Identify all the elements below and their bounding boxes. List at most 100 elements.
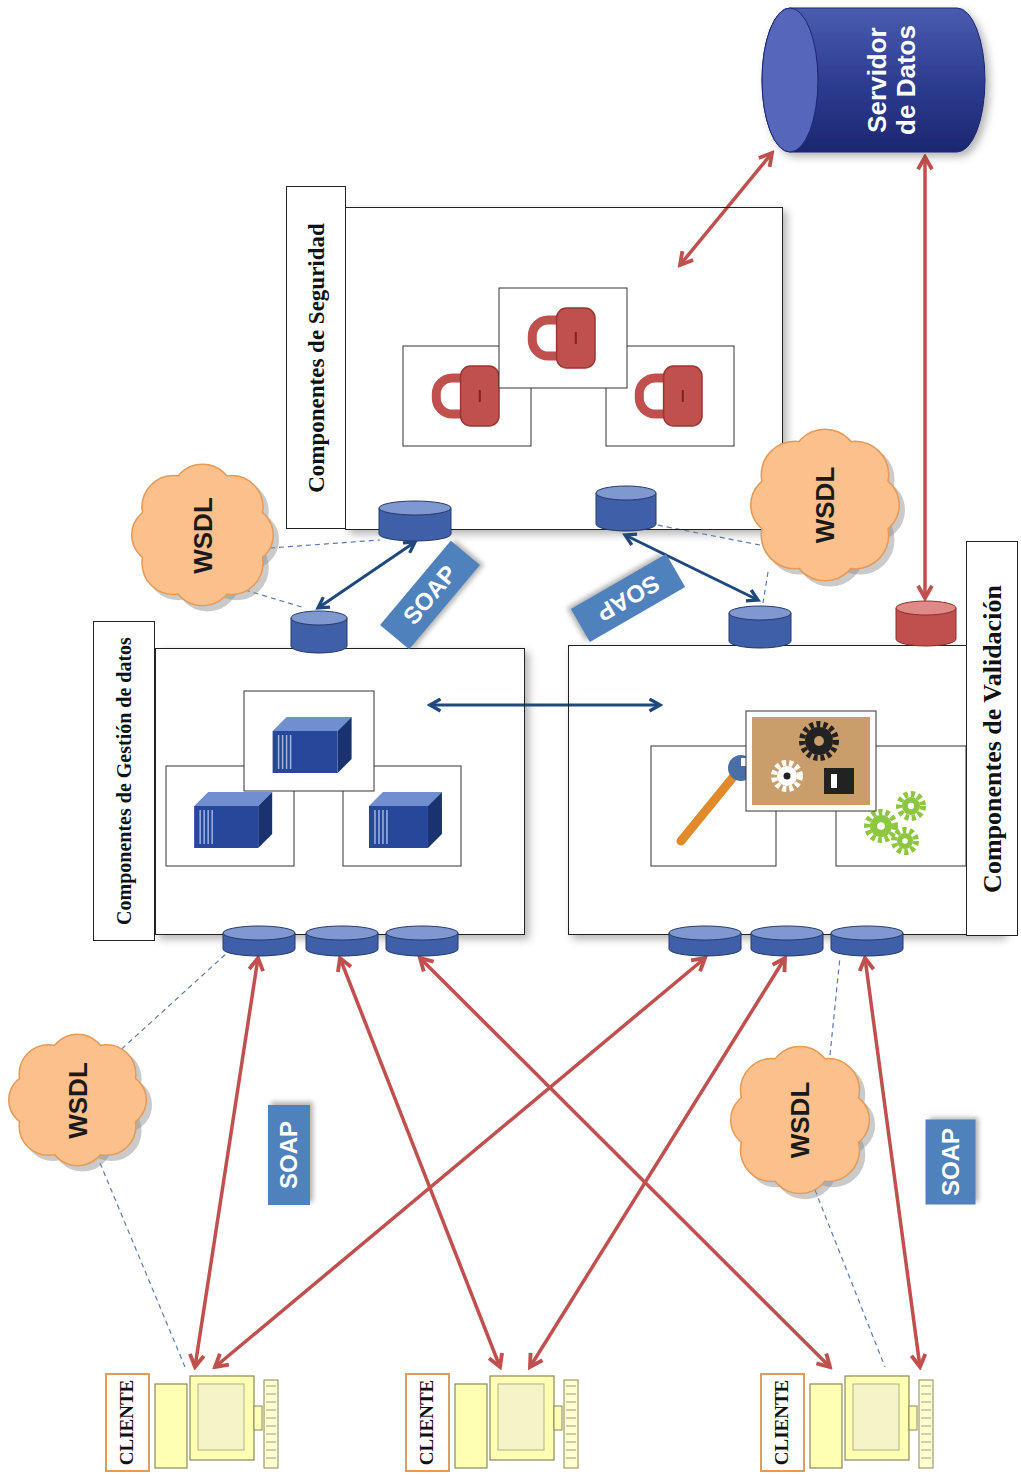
server-side — [338, 717, 352, 773]
port-top — [386, 926, 458, 940]
section-heading: Componentes de Validación — [966, 541, 1018, 936]
port-top — [223, 926, 295, 940]
keyboard-key — [921, 1450, 931, 1451]
server-front — [273, 731, 338, 773]
keyboard-key — [566, 1402, 576, 1403]
keyboard-key — [921, 1458, 931, 1459]
client-label: CLIENTE — [762, 1375, 803, 1470]
server-side — [428, 792, 442, 848]
keyboard-key — [266, 1386, 276, 1387]
keyboard-key — [921, 1418, 931, 1419]
server-vent — [278, 735, 280, 769]
cloud-outline — [217, 507, 273, 563]
gear-body — [805, 727, 833, 755]
cloud-outline — [9, 1074, 61, 1126]
node-art — [156, 649, 526, 936]
server-vent — [286, 735, 288, 769]
wsdl-link — [657, 525, 760, 545]
cloud-label: WSDL — [5, 1035, 150, 1165]
port-top — [831, 926, 903, 940]
client-node: CLIENTE — [100, 1370, 280, 1472]
port-top — [379, 501, 451, 515]
protocol-label: SOAP — [571, 554, 685, 642]
server-vent — [203, 810, 205, 844]
keyboard-key — [266, 1458, 276, 1459]
port-top — [669, 926, 741, 940]
keyboard-key — [921, 1386, 931, 1387]
keyboard-key — [566, 1442, 576, 1443]
client-tag: CLIENTE — [760, 1373, 805, 1472]
port-top — [291, 611, 347, 625]
monitor-screen — [498, 1384, 544, 1450]
keyboard-key — [266, 1402, 276, 1403]
figure-tie — [831, 774, 837, 788]
cloud-fill — [217, 507, 273, 563]
wrench-handle — [681, 776, 734, 841]
cloud-outline — [813, 1092, 869, 1148]
protocol-tag: SOAP — [268, 1105, 310, 1205]
port-top — [729, 606, 791, 620]
server-vent — [211, 810, 213, 844]
box-fill — [345, 207, 783, 530]
lock-body — [557, 308, 595, 368]
protocol-label: SOAP — [380, 541, 480, 650]
server-vent — [282, 735, 284, 769]
port-top — [306, 926, 378, 940]
lock-keyhole — [575, 332, 577, 344]
keyboard-key — [566, 1458, 576, 1459]
client-tag: CLIENTE — [105, 1373, 150, 1472]
icon-ground — [752, 717, 870, 805]
wsdl-link — [830, 957, 840, 1055]
gear-body — [870, 815, 892, 837]
database-label: Servidor de Datos — [822, 5, 962, 155]
connector-arrow — [318, 542, 415, 608]
keyboard — [564, 1380, 578, 1468]
server-front — [369, 806, 428, 848]
node-art — [346, 208, 784, 531]
gear-hole — [784, 773, 791, 780]
text-area: Servidor de Datos — [822, 5, 962, 155]
server-vent — [199, 810, 201, 844]
monitor — [845, 1376, 909, 1460]
cloud-label: WSDL — [130, 465, 275, 605]
section-heading: Componentes de Seguridad — [286, 186, 346, 529]
port-top — [896, 601, 956, 615]
wsdl-cloud: WSDL — [130, 465, 275, 605]
database-cylinder: Servidor de Datos — [760, 5, 985, 155]
wsdl-cloud: WSDL — [750, 430, 900, 580]
keyboard-key — [266, 1418, 276, 1419]
gear-hole — [877, 822, 885, 830]
monitor-screen — [853, 1384, 899, 1450]
cloud-fill — [813, 1092, 869, 1148]
wsdl-cloud: WSDL — [730, 1045, 870, 1195]
server-side — [258, 792, 272, 848]
wsdl-link — [115, 953, 227, 1055]
keyboard-key — [566, 1434, 576, 1435]
keyboard-key — [266, 1434, 276, 1435]
keyboard-key — [566, 1418, 576, 1419]
gear-hole — [902, 838, 908, 844]
cloud-outline — [132, 507, 188, 563]
icon-frame — [244, 691, 374, 791]
port-top — [596, 486, 656, 500]
component-box: Componentes de Validación — [568, 645, 1003, 935]
cloud-label: WSDL — [730, 1045, 870, 1195]
gear-teeth — [894, 830, 916, 852]
cloud-outline — [731, 1092, 787, 1148]
gear-body — [902, 797, 920, 815]
lock-keyhole — [479, 390, 481, 402]
keyboard-key — [921, 1442, 931, 1443]
server-vent — [207, 810, 209, 844]
cloud-fill — [9, 1074, 61, 1126]
cylinder-cap — [762, 8, 818, 152]
keyboard — [264, 1380, 278, 1468]
keyboard-key — [921, 1394, 931, 1395]
box-fill — [568, 645, 1003, 935]
heading-text: Componentes de Gestión de datos — [94, 622, 154, 940]
cloud-outline — [839, 475, 899, 535]
cloud-fill — [839, 475, 899, 535]
gear-body — [897, 833, 913, 849]
client-label: CLIENTE — [407, 1375, 448, 1470]
wsdl-link — [815, 1190, 885, 1367]
